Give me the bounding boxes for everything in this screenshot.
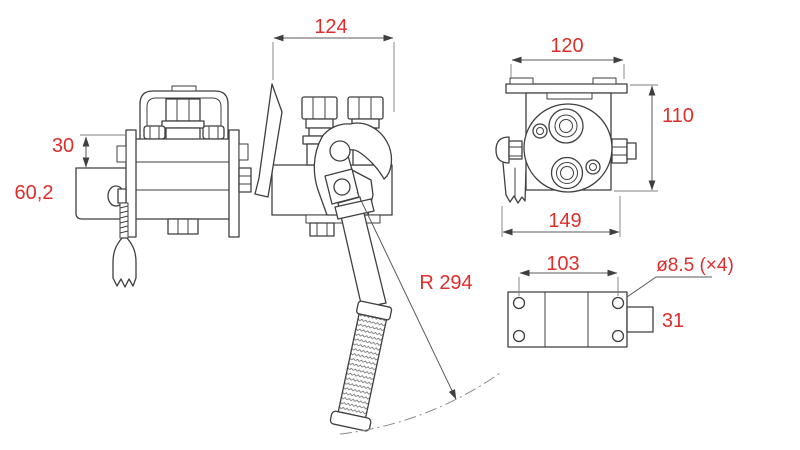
- knurled-grip: [329, 300, 393, 432]
- rear-flange-tab-left: [509, 77, 534, 85]
- dim-label-side-height: 60,2: [15, 182, 54, 204]
- lever-ferrule: [334, 198, 375, 220]
- torn-bracket: [502, 162, 527, 204]
- rear-view: [495, 77, 637, 204]
- side-plate-left: [125, 129, 137, 238]
- dim-label-side-offset: 30: [52, 135, 74, 157]
- side-tab-right: [238, 143, 249, 161]
- side-plate-right: [228, 129, 240, 238]
- hoop-bracket-inner: [146, 97, 222, 143]
- dim-label-tab-height: 31: [662, 310, 684, 332]
- base-plate: [507, 291, 628, 348]
- side-fitting-right: [238, 167, 252, 193]
- dim-label-hole-diameter: ø8.5 (×4): [656, 255, 734, 276]
- thumb-screw: [107, 185, 127, 207]
- side-view: [75, 85, 252, 288]
- rear-flange-tab-right: [592, 77, 617, 85]
- mounting-hole-2: [611, 296, 625, 310]
- dim-label-rear-height: 110: [662, 105, 694, 127]
- bottom-fitting: [167, 218, 199, 235]
- dim-label-rear-total-width: 149: [548, 210, 581, 232]
- center-bolt-stack: [161, 98, 205, 143]
- mounting-hole-1: [512, 296, 526, 310]
- dim-label-hole-spacing: 103: [546, 253, 579, 275]
- leader-hole-diameter: [626, 276, 712, 298]
- bolt-hole-top-left: [532, 123, 548, 139]
- dim-label-lever-radius: R 294: [419, 272, 472, 294]
- dimension-annotations: 30 60,2 124 R 294 120 110 149 103 ø8.5 (…: [15, 16, 734, 332]
- rear-flange: [505, 83, 628, 94]
- threaded-rod: [119, 202, 129, 239]
- radius-line: [356, 191, 457, 400]
- lever-arm: [337, 196, 387, 309]
- release-blade: [254, 83, 283, 198]
- port-top: [548, 108, 584, 144]
- bolt-hole-bottom-right: [585, 159, 601, 175]
- rear-side-fitting: [611, 138, 637, 164]
- side-body-block: [132, 138, 233, 220]
- flange-nut-left: [143, 125, 166, 140]
- rear-inner-plate: [546, 92, 593, 100]
- lanyard-end: [112, 237, 137, 288]
- pivot-pin: [333, 178, 351, 196]
- bottom-view: [507, 291, 654, 348]
- hook-pivot-hole: [329, 140, 351, 162]
- dim-label-front-width: 124: [314, 16, 347, 38]
- front-bottom-fitting: [309, 222, 335, 237]
- dim-label-rear-width: 120: [550, 35, 583, 57]
- side-tab-left: [116, 145, 127, 163]
- hoop-top-notch: [171, 85, 197, 92]
- mounting-hole-4: [611, 329, 625, 343]
- rear-thumb-knob: [495, 136, 523, 164]
- port-bottom: [550, 156, 584, 190]
- front-view: [254, 83, 501, 435]
- flange-nut-right: [202, 125, 225, 140]
- mounting-hole-3: [512, 329, 526, 343]
- base-plate-tab: [626, 306, 654, 333]
